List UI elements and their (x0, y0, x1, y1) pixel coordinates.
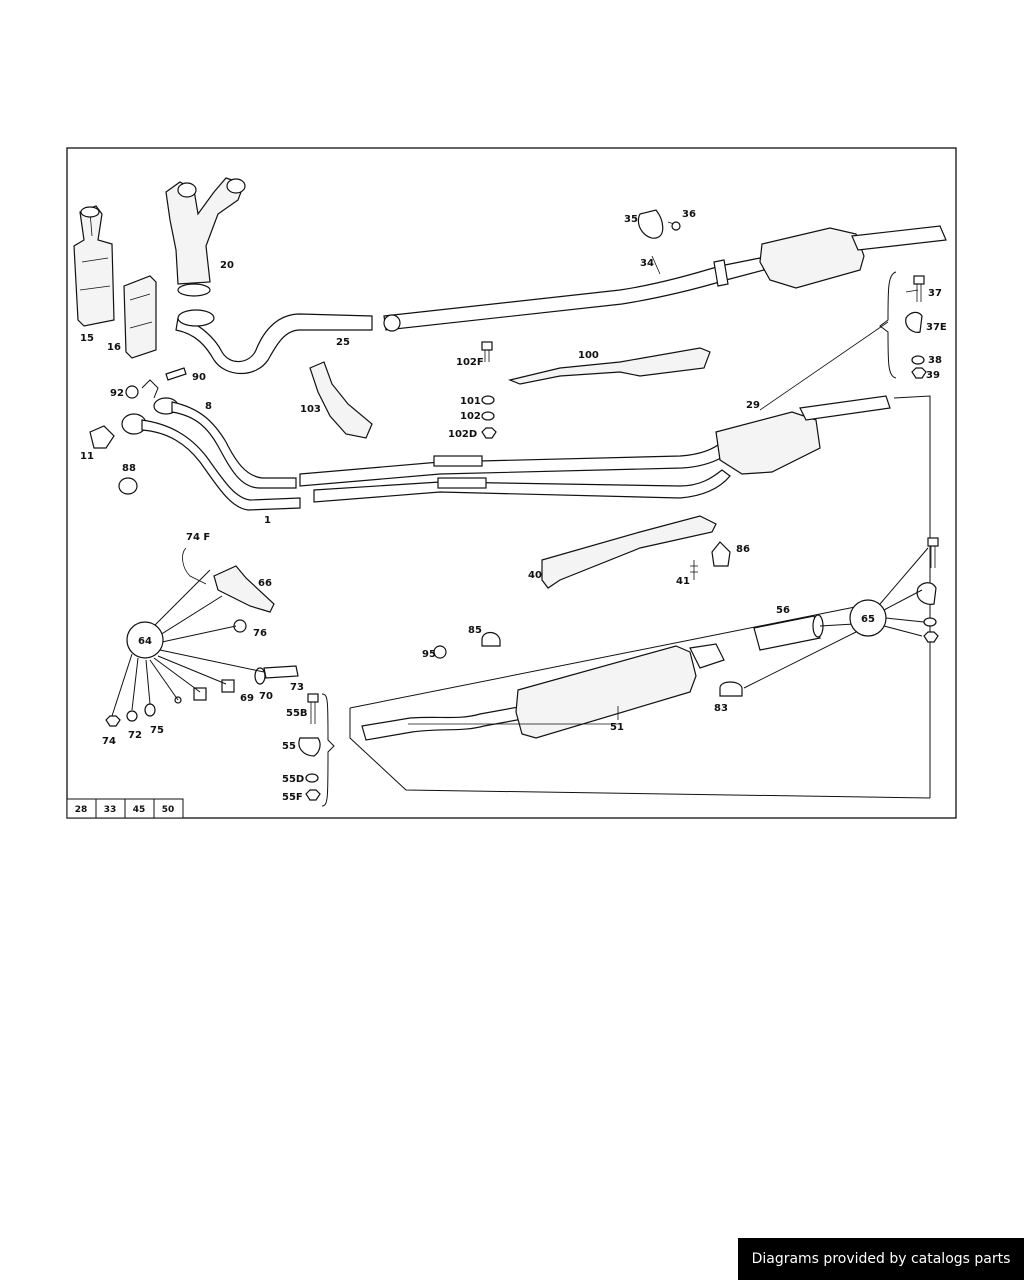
label-part-37: 37 (928, 288, 942, 299)
figure-tab[interactable]: 33 (104, 805, 117, 815)
part-85-95-mounts (433, 631, 501, 659)
figure-tab[interactable]: 28 (75, 805, 88, 815)
part-100-heat-shield (508, 347, 711, 385)
part-101-102-mounts (481, 341, 497, 439)
label-part-37E: 37E (926, 322, 947, 333)
label-part-55D: 55D (282, 774, 304, 785)
label-part-34: 34 (640, 258, 654, 269)
label-part-25: 25 (336, 337, 350, 348)
label-part-72: 72 (128, 730, 142, 741)
label-part-74F: 74 F (186, 532, 210, 543)
label-part-102D: 102D (448, 429, 477, 440)
label-part-74: 74 (102, 736, 116, 747)
label-part-90: 90 (192, 372, 206, 383)
label-part-41: 41 (676, 576, 690, 587)
label-part-15: 15 (80, 333, 94, 344)
callout-labels: 15 16 20 25 35 36 34 37 37E 38 39 102F 1… (80, 209, 947, 803)
label-part-102: 102 (460, 411, 481, 422)
part-15-heat-shield (73, 205, 115, 327)
figure-tabs: 28 33 45 50 (66, 798, 184, 819)
part-55-clamp-group (298, 693, 335, 807)
part-103-bracket (309, 361, 373, 439)
label-part-85: 85 (468, 625, 482, 636)
label-part-103: 103 (300, 404, 321, 415)
label-part-40: 40 (528, 570, 542, 581)
label-part-95: 95 (422, 649, 436, 660)
label-part-51: 51 (610, 722, 624, 733)
credit-banner: Diagrams provided by catalogs parts (738, 1238, 1024, 1280)
label-part-55: 55 (282, 741, 296, 752)
part-41-86-mounts (690, 541, 731, 580)
label-part-39: 39 (926, 370, 940, 381)
label-part-8: 8 (205, 401, 212, 412)
part-29-middle-muffler-pipe (299, 395, 931, 798)
part-35-36-clamp (637, 209, 681, 239)
part-25-front-pipe (175, 309, 373, 374)
figure-tab[interactable]: 50 (162, 805, 175, 815)
label-part-69: 69 (240, 693, 254, 704)
label-part-64: 64 (138, 636, 152, 647)
label-part-55B: 55B (286, 708, 308, 719)
part-37-bolt-group (879, 271, 927, 379)
label-part-35: 35 (624, 214, 638, 225)
part-34-rear-intermediate-pipe (383, 257, 765, 332)
part-51-rear-muffler (349, 605, 931, 799)
label-part-83: 83 (714, 703, 728, 714)
part-88-92-90-gaskets (89, 367, 187, 495)
leader-lines (408, 255, 919, 725)
part-top-rear-muffler (759, 225, 947, 289)
part-20-exhaust-manifold (165, 177, 246, 297)
part-56-83-65-hardware (719, 537, 939, 697)
label-part-16: 16 (107, 342, 121, 353)
label-part-75: 75 (150, 725, 164, 736)
figure-tab[interactable]: 45 (133, 805, 146, 815)
diagram-frame (66, 147, 957, 819)
part-16-heat-shield (123, 275, 157, 359)
label-part-86: 86 (736, 544, 750, 555)
label-part-73: 73 (290, 682, 304, 693)
part-1-8-front-pipes (121, 397, 301, 511)
label-part-88: 88 (122, 463, 136, 474)
label-part-65: 65 (861, 614, 875, 625)
label-part-76: 76 (253, 628, 267, 639)
label-part-29: 29 (746, 400, 760, 411)
label-part-38: 38 (928, 355, 942, 366)
label-part-55F: 55F (282, 792, 303, 803)
label-part-36: 36 (682, 209, 696, 220)
label-part-66: 66 (258, 578, 272, 589)
label-part-101: 101 (460, 396, 481, 407)
label-part-1: 1 (264, 515, 271, 526)
label-part-56: 56 (776, 605, 790, 616)
label-part-102F: 102F (456, 357, 484, 368)
part-40-heat-shield (541, 515, 717, 589)
label-part-11: 11 (80, 451, 94, 462)
label-part-92: 92 (110, 388, 124, 399)
label-part-20: 20 (220, 260, 234, 271)
label-part-100: 100 (578, 350, 599, 361)
label-part-70: 70 (259, 691, 273, 702)
part-64-hanger-hardware (105, 547, 299, 727)
